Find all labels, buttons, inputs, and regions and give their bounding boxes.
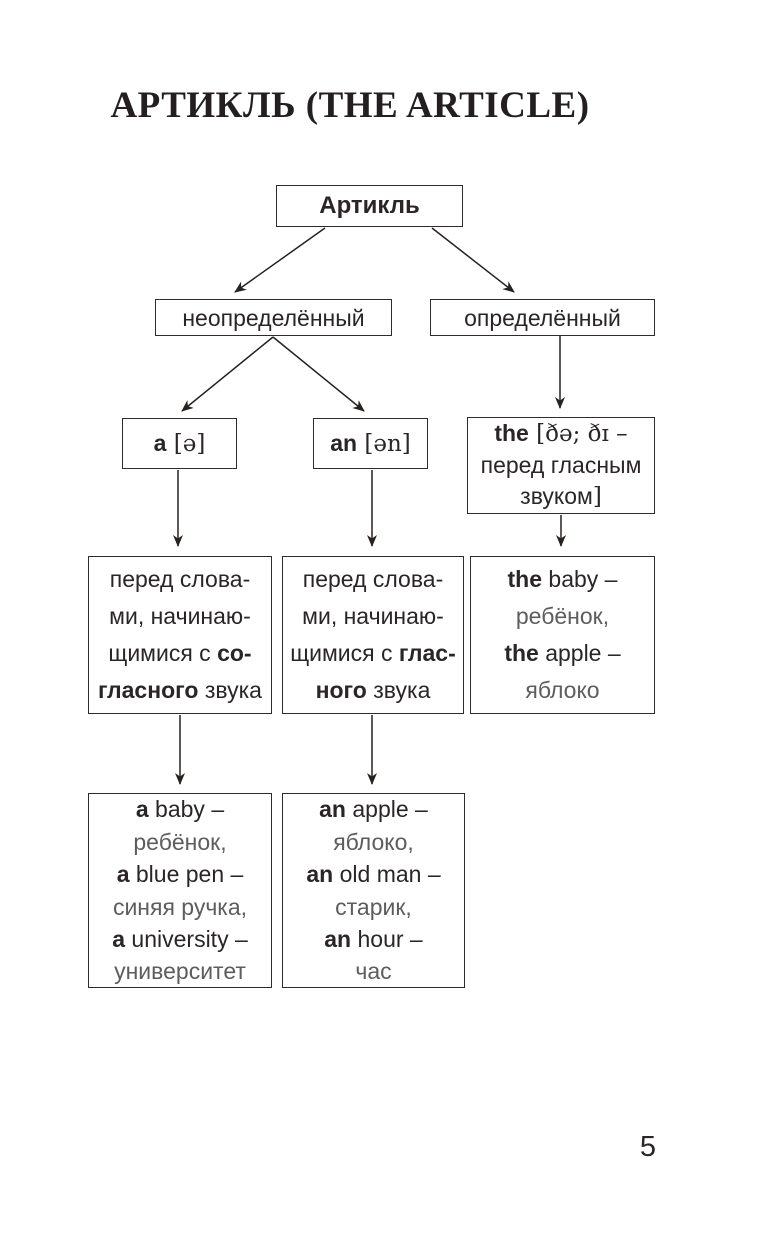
node-article-a: a [ə] — [122, 418, 237, 469]
transcription-the: [ðə; ðɪ – — [528, 421, 628, 447]
the-usage-note-line2: перед гласным — [480, 452, 642, 478]
rule-line: щимися с глас- — [290, 640, 456, 666]
node-rule-consonant: перед слова- ми, начинаю- щимися с со- г… — [88, 556, 272, 714]
node-label: a [ə] — [154, 426, 206, 461]
closing-bracket: ] — [592, 484, 602, 510]
the-usage-note-line3: звуком] — [520, 483, 602, 510]
node-label: the [ðə; ðɪ – — [494, 418, 627, 450]
example-ru: старик, — [335, 893, 412, 920]
rule-line: ного звука — [315, 677, 431, 703]
node-label: неопределённый — [182, 304, 365, 331]
example-en: an hour – — [324, 925, 423, 952]
example-ru: университет — [114, 958, 246, 985]
article-an: an — [330, 430, 358, 456]
example-en: the apple – — [504, 640, 621, 666]
example-ru: ребёнок, — [515, 603, 610, 629]
node-definite: определённый — [430, 299, 655, 336]
rule-line: перед слова- — [302, 566, 444, 592]
example-ru: ребёнок, — [133, 828, 227, 855]
transcription-a: [ə] — [166, 431, 206, 457]
example-en: a blue pen – — [116, 861, 244, 888]
node-examples-the: the baby – ребёнок, the apple – яблоко — [470, 556, 655, 714]
rule-line: гласного звука — [98, 677, 262, 703]
rule-line: ми, начинаю- — [109, 603, 251, 629]
example-ru: синяя ручка, — [112, 893, 248, 920]
node-label: определённый — [464, 304, 621, 331]
page-title: АРТИКЛЬ (THE ARTICLE) — [110, 85, 590, 126]
example-en: an apple – — [319, 796, 428, 823]
example-ru: час — [355, 958, 392, 985]
example-en: a baby – — [135, 796, 225, 823]
node-label: Артикль — [319, 192, 420, 219]
rule-line: щимися с со- — [108, 640, 252, 666]
example-en: the baby – — [507, 566, 618, 592]
transcription-an: [ən] — [357, 431, 411, 457]
node-examples-a: a baby – ребёнок, a blue pen – синяя руч… — [88, 793, 272, 988]
node-indefinite: неопределённый — [155, 299, 392, 336]
example-en: an old man – — [306, 861, 441, 888]
node-label: an [ən] — [330, 426, 411, 461]
node-root-article: Артикль — [276, 185, 463, 227]
example-ru: яблоко — [525, 677, 600, 703]
example-ru: яблоко, — [333, 828, 414, 855]
article-the: the — [494, 420, 529, 446]
article-a: a — [153, 430, 167, 456]
rule-line: перед слова- — [109, 566, 251, 592]
node-rule-vowel: перед слова- ми, начинаю- щимися с глас-… — [282, 556, 464, 714]
node-article-an: an [ən] — [313, 418, 428, 469]
rule-line: ми, начинаю- — [302, 603, 444, 629]
node-examples-an: an apple – яблоко, an old man – старик, … — [282, 793, 465, 988]
page-number: 5 — [639, 1131, 657, 1163]
example-en: a university – — [112, 925, 248, 952]
node-article-the: the [ðə; ðɪ – перед гласным звуком] — [467, 417, 655, 514]
